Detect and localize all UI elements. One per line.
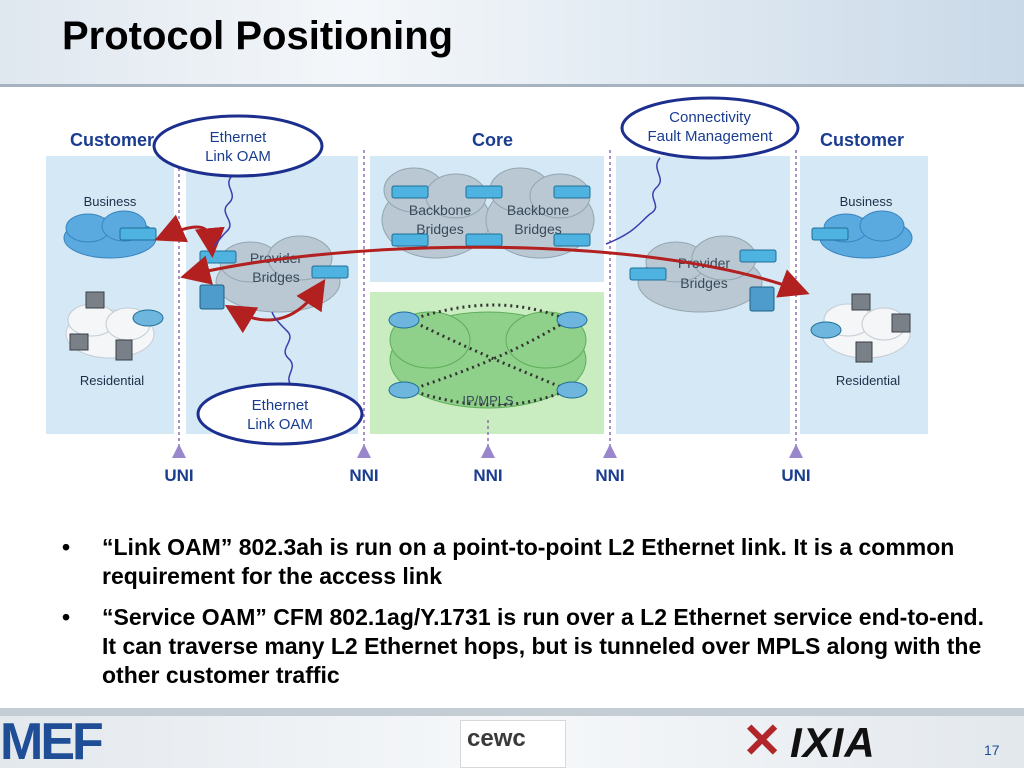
label-ipmpls: IP/MPLS: [462, 393, 514, 408]
link-oam-arrow-access: [154, 214, 225, 258]
callout-cfm: [620, 96, 800, 160]
link-oam-arrow-provider: [224, 278, 326, 334]
callout-cfm-line1: Connectivity: [669, 109, 751, 126]
interface-label-nni-3: NNI: [595, 466, 624, 485]
bullet-dot: •: [62, 604, 71, 630]
label-business-left: Business: [84, 194, 137, 209]
footer-rule: [0, 708, 1024, 716]
bullet-text: “Link OAM” 802.3ah is run on a point-to-…: [102, 534, 955, 589]
bullet-item: • “Link OAM” 802.3ah is run on a point-to…: [62, 533, 992, 591]
bullet-dot: •: [62, 534, 71, 560]
protocol-diagram: Customer Core Customer UNI NNI NNI NNI U…: [46, 96, 928, 485]
interface-label-uni-left: UNI: [164, 466, 193, 485]
mef-logo: MEF: [0, 713, 104, 771]
interface-lines: [178, 150, 797, 446]
interface-label-nni-1: NNI: [349, 466, 378, 485]
zone-label-customer-left: Customer: [70, 130, 154, 150]
header-band: [0, 0, 1024, 84]
router-icons: [132, 309, 842, 399]
callout-link-oam-bottom-line2: Link OAM: [247, 416, 313, 433]
service-oam-arrow: [180, 245, 810, 298]
callout-link-oam-top: [152, 114, 324, 178]
label-business-right: Business: [840, 194, 893, 209]
computer-icons: [69, 291, 911, 363]
callout-link-oam-top-line2: Link OAM: [205, 148, 271, 165]
zone-label-customer-right: Customer: [820, 130, 904, 150]
cloud-ipmpls: [389, 311, 587, 409]
zone-label-core: Core: [472, 130, 513, 150]
mpls-paths: [409, 303, 569, 407]
label-provider-right-2: Bridges: [680, 275, 727, 291]
interface-label-nni-2: NNI: [473, 466, 502, 485]
page-number: 17: [984, 742, 1000, 758]
ixia-logo: IXIA: [790, 719, 876, 766]
ixia-x-icon: ✕: [742, 715, 783, 768]
squiggle-cfm: [605, 157, 662, 245]
label-residential-right: Residential: [836, 373, 900, 388]
header-rule: [0, 84, 1024, 87]
callout-cfm-line2: Fault Management: [647, 128, 773, 145]
bullet-list: • “Link OAM” 802.3ah is run on a point-to…: [62, 533, 992, 702]
label-backbone-2-1: Backbone: [507, 202, 569, 218]
squiggle-bottom-left: [271, 311, 294, 387]
bullet-text: “Service OAM” CFM 802.1ag/Y.1731 is run …: [102, 604, 984, 688]
zone-customer-left: [46, 156, 174, 434]
slide-title: Protocol Positioning: [62, 14, 454, 58]
label-backbone-1-1: Backbone: [409, 202, 471, 218]
callout-link-oam-top-line1: Ethernet: [210, 129, 268, 146]
label-provider-left-2: Bridges: [252, 269, 299, 285]
cewc-logo-text: cewc: [467, 725, 526, 752]
squiggle-top-left: [213, 175, 234, 247]
label-backbone-2-2: Bridges: [514, 221, 561, 237]
callout-link-oam-bottom-line1: Ethernet: [252, 397, 310, 414]
label-backbone-1-2: Bridges: [416, 221, 463, 237]
bullet-item: • “Service OAM” CFM 802.1ag/Y.1731 is run…: [62, 603, 992, 690]
callout-link-oam-bottom: [196, 382, 364, 446]
interface-markers: [172, 444, 803, 458]
cewc-logo: cewc: [460, 720, 566, 768]
label-residential-left: Residential: [80, 373, 144, 388]
interface-label-uni-right: UNI: [781, 466, 810, 485]
